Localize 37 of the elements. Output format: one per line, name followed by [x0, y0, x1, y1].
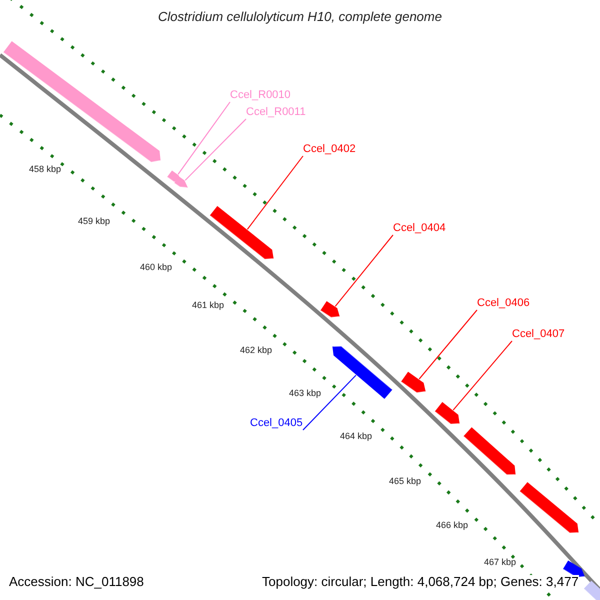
gene-label: Ccel_0405	[250, 417, 303, 430]
gene-label: Ccel_R0010	[230, 89, 291, 102]
gene-feature	[434, 402, 460, 426]
gene-feature	[332, 345, 393, 399]
gene-feature	[562, 560, 585, 578]
title: Clostridium cellulolyticum H10, complete genome	[157, 10, 443, 23]
gene-label: Ccel_R0011	[246, 106, 306, 119]
tick-label: 460 kbp	[140, 261, 172, 274]
leader-line	[246, 156, 304, 230]
gene-feature	[174, 176, 188, 188]
leader-line	[302, 374, 356, 430]
gene-feature	[463, 427, 516, 476]
gene-feature	[519, 482, 579, 534]
leader-line	[452, 340, 512, 411]
gene-feature	[320, 301, 340, 318]
gene-feature	[209, 206, 274, 260]
gene-label: Ccel_0402	[303, 143, 356, 156]
tick-label: 458 kbp	[29, 163, 62, 176]
tick-label: 462 kbp	[240, 344, 272, 357]
gene-feature	[400, 372, 426, 394]
gene-feature	[583, 580, 600, 600]
leader-line	[418, 310, 478, 380]
leader-line	[184, 118, 246, 181]
leader-line	[334, 234, 394, 307]
tick-label: 461 kbp	[192, 299, 224, 312]
gene-label: Ccel_0407	[512, 328, 565, 341]
leader-line	[178, 102, 230, 175]
tick-label: 466 kbp	[436, 519, 468, 532]
gene-label: Ccel_0404	[393, 222, 446, 235]
tick-label: 465 kbp	[389, 475, 422, 488]
tick-label: 464 kbp	[340, 430, 372, 443]
tick-label: 467 kbp	[484, 556, 516, 569]
tick-label: 463 kbp	[289, 387, 322, 400]
gene-label: Ccel_0406	[477, 297, 530, 310]
gene-feature	[2, 41, 161, 164]
tick-label: 459 kbp	[78, 215, 110, 228]
footer-text: Accession: NC_011898	[9, 575, 144, 588]
